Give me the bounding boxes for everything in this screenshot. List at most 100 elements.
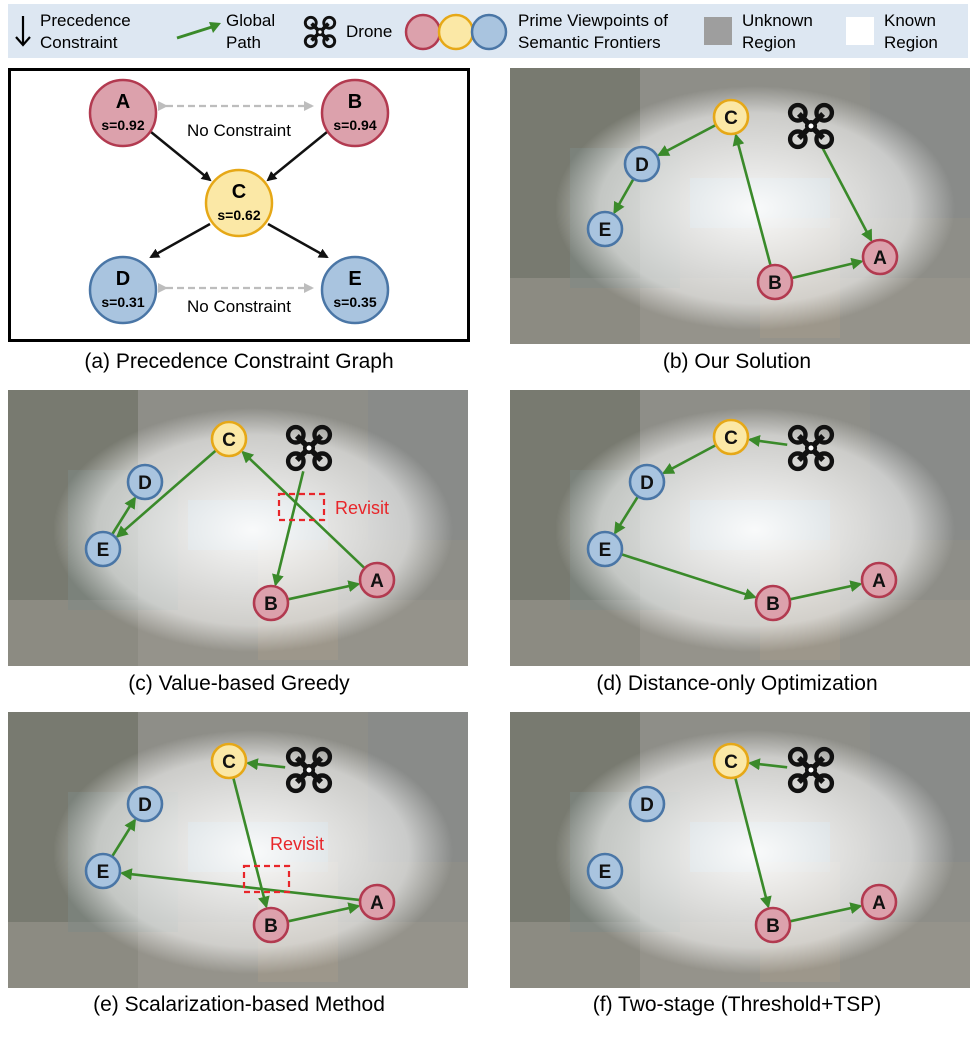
precedence-arrow-icon [15, 16, 31, 47]
legend-prime-line2: Semantic Frontiers [518, 33, 661, 52]
viewpoint-a: A [860, 883, 898, 921]
viewpoint-b: B [252, 584, 290, 622]
viewpoint-c-label: C [222, 752, 236, 773]
drone-icon [787, 746, 835, 794]
edge-b-c [266, 131, 328, 182]
viewpoint-b-label: B [766, 594, 780, 615]
legend-precedence-line2: Constraint [40, 33, 118, 52]
graph-node-c: C s=0.62 [204, 168, 274, 238]
caption-d: (d) Distance-only Optimization [596, 672, 878, 695]
path-b-c [732, 133, 772, 265]
viewpoint-c-label: C [724, 428, 738, 449]
edge-c-e [267, 222, 329, 259]
legend-prime-line1: Prime Viewpoints of [518, 11, 668, 30]
scene-panel-b: C D E B A [510, 68, 970, 344]
path-e-b [621, 553, 757, 600]
drone-icon [787, 102, 835, 150]
path-b-a [288, 902, 361, 923]
path-a-e [119, 868, 360, 902]
legend-known-line2: Region [884, 33, 938, 52]
edge-c-d [149, 222, 211, 259]
caption-e: (e) Scalarization-based Method [93, 993, 385, 1016]
viewpoint-c-label: C [222, 430, 236, 451]
no-constraint-ab-label: No Constraint [187, 121, 291, 140]
known-region [53, 408, 453, 652]
path-b-a [288, 580, 361, 601]
graph-node-d: D s=0.31 [88, 255, 158, 325]
path-drone-a [821, 146, 873, 242]
unknown-region-swatch [704, 17, 732, 45]
viewpoint-e: E [586, 530, 624, 568]
path-c-d [661, 444, 716, 475]
viewpoint-a: A [358, 561, 396, 599]
viewpoint-d-label: D [138, 473, 152, 494]
path-b-a [790, 902, 863, 923]
scene-panel-f: C D E B A [510, 712, 970, 988]
viewpoint-e: E [84, 852, 122, 890]
viewpoint-b-label: B [766, 916, 780, 937]
viewpoint-e-label: E [599, 862, 612, 883]
path-c-b [232, 778, 270, 909]
viewpoint-d-label: D [138, 795, 152, 816]
legend-precedence-line1: Precedence [40, 11, 131, 30]
viewpoint-d-label: D [640, 795, 654, 816]
path-a-c [241, 450, 365, 569]
legend-known-line1: Known [884, 11, 936, 30]
viewpoint-c: C [210, 742, 248, 780]
viewpoint-e: E [84, 530, 122, 568]
viewpoint-a: A [860, 561, 898, 599]
graph-node-b-label: B [348, 91, 362, 113]
viewpoint-a: A [861, 238, 899, 276]
viewpoint-e-label: E [97, 862, 110, 883]
viewpoint-c: C [712, 98, 750, 136]
graph-node-b: B s=0.94 [320, 78, 390, 148]
viewpoint-c: C [712, 418, 750, 456]
drone-icon [787, 424, 835, 472]
graph-node-c-label: C [232, 181, 246, 203]
viewpoint-b-label: B [768, 273, 782, 294]
viewpoint-e: E [586, 852, 624, 890]
revisit-box [242, 864, 291, 894]
viewpoint-c: C [712, 742, 750, 780]
viewpoint-a-label: A [873, 248, 887, 269]
graph-node-c-score: s=0.62 [217, 207, 260, 223]
precedence-graph-panel: No Constraint No Constraint A s=0.92 B s… [8, 68, 470, 342]
graph-node-a-score: s=0.92 [101, 117, 144, 133]
known-region [555, 408, 955, 652]
graph-node-a-label: A [116, 91, 130, 113]
no-constraint-de-label: No Constraint [187, 297, 291, 316]
path-d-e [613, 496, 639, 535]
viewpoint-b: B [754, 584, 792, 622]
legend-global-line2: Path [226, 33, 261, 52]
legend: Precedence Constraint Global Path Drone … [8, 4, 968, 58]
path-e-d [111, 496, 137, 535]
viewpoint-d: D [126, 463, 164, 501]
known-region-swatch [846, 17, 874, 45]
path-drone-c [245, 758, 286, 771]
viewpoint-d-label: D [635, 155, 649, 176]
viewpoint-a-label: A [370, 571, 384, 592]
viewpoint-circles-icon [404, 13, 508, 51]
drone-icon [303, 15, 337, 49]
graph-node-e: E s=0.35 [320, 255, 390, 325]
caption-b: (b) Our Solution [662, 350, 812, 373]
viewpoint-e: E [586, 210, 624, 248]
path-drone-b [272, 471, 305, 587]
graph-node-b-score: s=0.94 [333, 117, 376, 133]
viewpoint-b: B [756, 263, 794, 301]
path-c-e [115, 449, 217, 538]
viewpoint-c-label: C [724, 108, 738, 129]
viewpoint-a-label: A [370, 893, 384, 914]
caption-a: (a) Precedence Constraint Graph [84, 350, 394, 373]
viewpoint-c-label: C [724, 752, 738, 773]
viewpoint-a-label: A [872, 893, 886, 914]
legend-unknown-line1: Unknown [742, 11, 813, 30]
caption-c: (c) Value-based Greedy [128, 672, 350, 695]
viewpoint-c: C [210, 420, 248, 458]
legend-drone: Drone [346, 22, 393, 41]
viewpoint-e-label: E [599, 220, 612, 241]
path-e-d [111, 818, 137, 857]
